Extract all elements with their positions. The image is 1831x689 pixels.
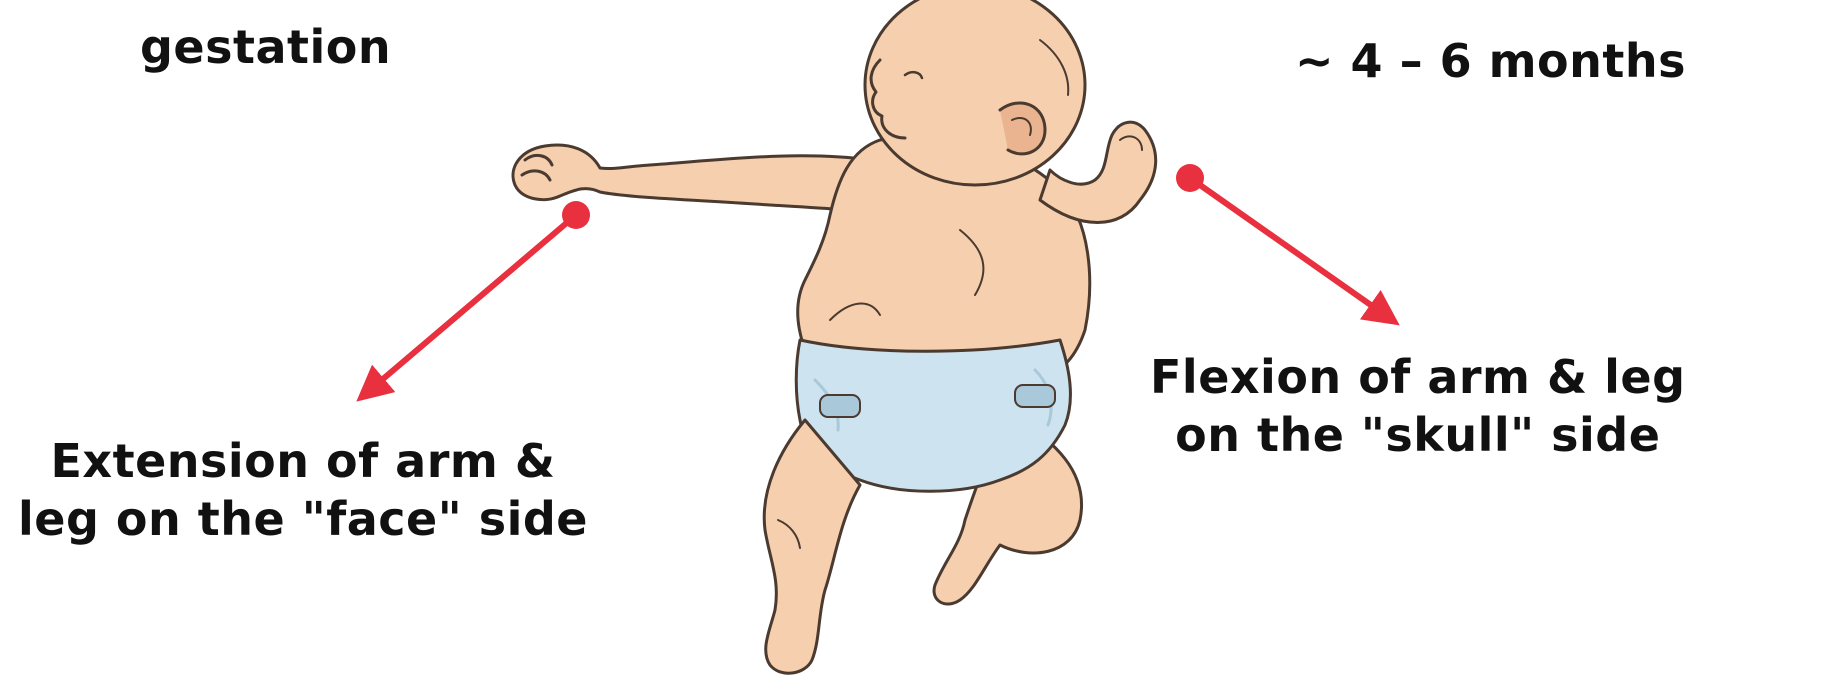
label-face-side: Extension of arm & leg on the "face" sid…	[18, 432, 588, 548]
label-face-side-line1: Extension of arm &	[18, 432, 588, 490]
head	[865, 0, 1085, 185]
label-skull-side: Flexion of arm & leg on the "skull" side	[1150, 348, 1686, 464]
arrow-face-side	[370, 215, 576, 390]
label-gestation: gestation	[140, 18, 391, 76]
arrow-skull-side-origin	[1176, 164, 1204, 192]
label-face-side-line2: leg on the "face" side	[18, 490, 588, 548]
label-gestation-text: gestation	[140, 18, 391, 76]
label-skull-side-line1: Flexion of arm & leg	[1150, 348, 1686, 406]
label-age-range: ~ 4 – 6 months	[1295, 32, 1686, 90]
label-skull-side-line2: on the "skull" side	[1150, 406, 1686, 464]
arrow-skull-side	[1190, 178, 1385, 315]
baby-figure	[513, 0, 1156, 673]
arrow-face-side-origin	[562, 201, 590, 229]
label-age-range-text: ~ 4 – 6 months	[1295, 32, 1686, 90]
